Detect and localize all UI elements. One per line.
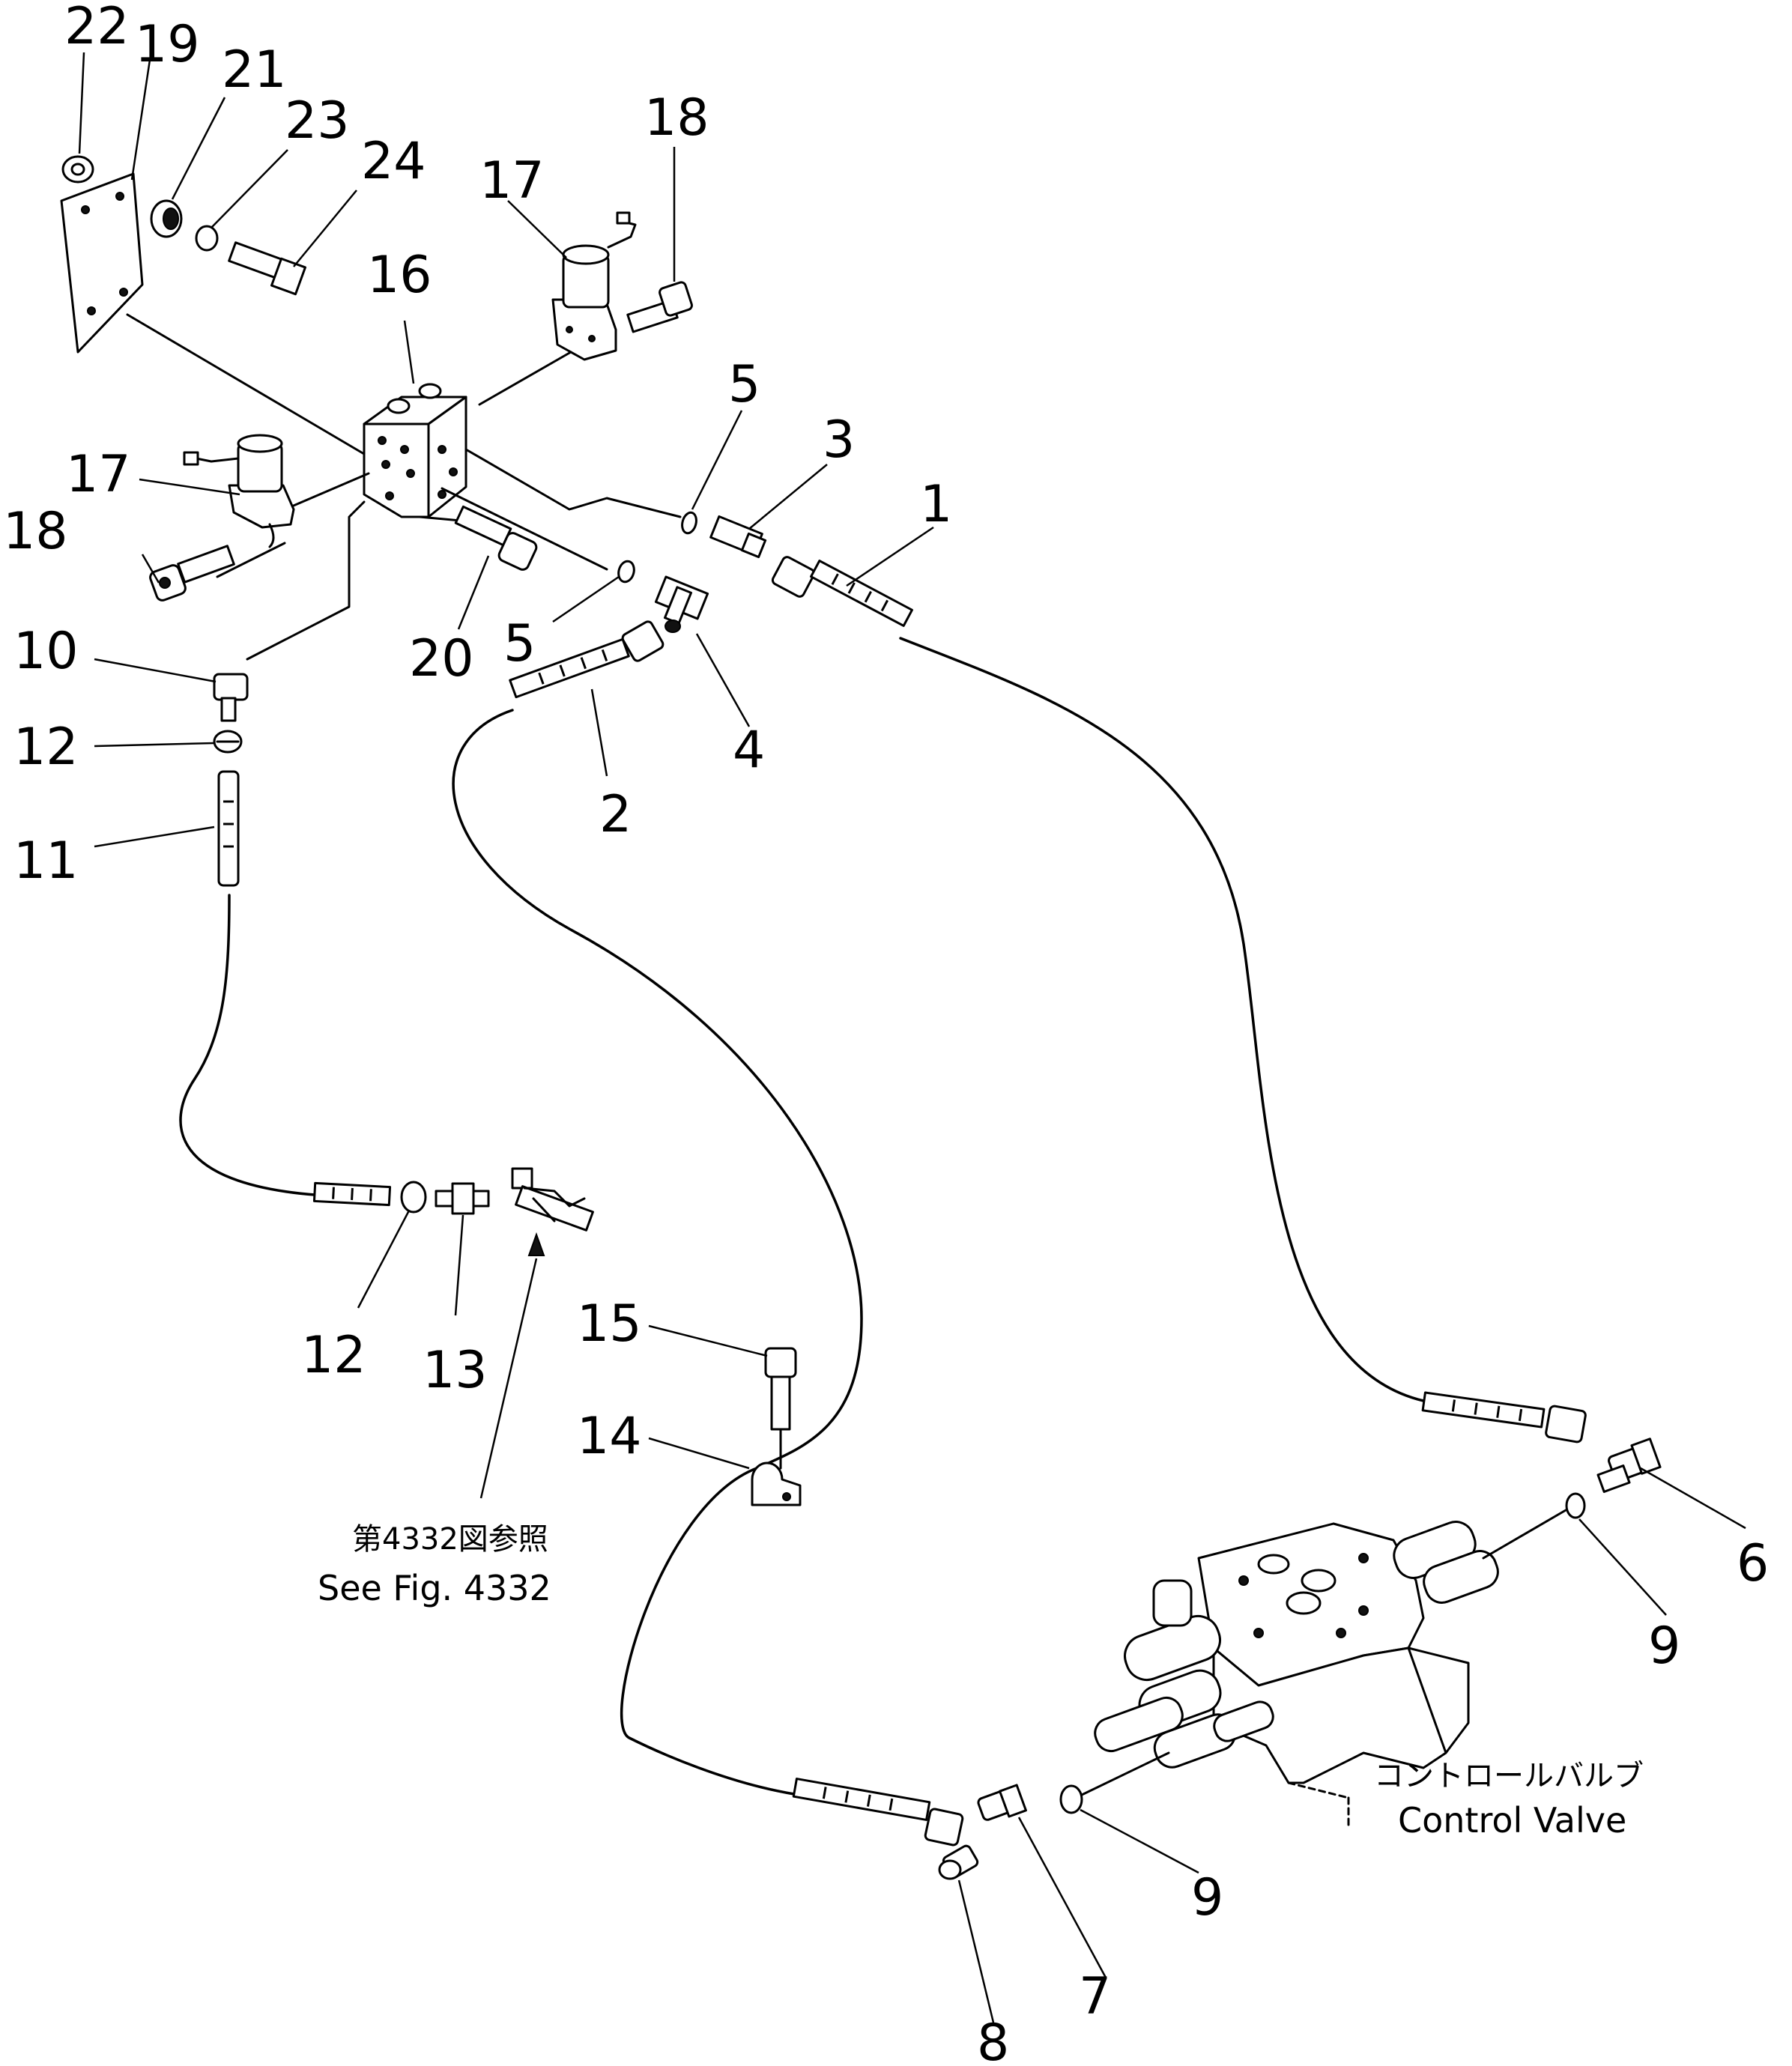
label-15: 15 — [577, 1294, 642, 1354]
label-24: 24 — [361, 132, 426, 191]
label-22: 22 — [64, 0, 130, 56]
label-23: 23 — [285, 91, 350, 151]
label-16: 16 — [367, 246, 432, 305]
label-2: 2 — [599, 785, 632, 844]
elbow-7 — [977, 1784, 1027, 1821]
elbow-4 — [654, 575, 709, 633]
label-4: 4 — [733, 721, 765, 780]
label-20: 20 — [409, 629, 474, 688]
label-9-lower: 9 — [1191, 1868, 1223, 1927]
notes: 第4332図参照 See Fig. 4332 コントロールバルブ Control… — [318, 1522, 1644, 1841]
label-12-upper: 12 — [13, 718, 79, 777]
external-part-fig-4332 — [511, 1167, 594, 1232]
label-13: 13 — [423, 1341, 488, 1400]
label-18-top: 18 — [644, 88, 709, 148]
label-12-lower: 12 — [301, 1326, 366, 1385]
label-5-lower: 5 — [503, 614, 536, 673]
bushing-21 — [150, 199, 183, 238]
control-valve-en: Control Valve — [1398, 1800, 1626, 1841]
control-valve-jp: コントロールバルブ — [1374, 1759, 1644, 1793]
bolt-20 — [454, 505, 538, 571]
o-ring-5-upper — [681, 511, 697, 535]
elbow-10 — [213, 673, 249, 722]
solenoid-valve-17-left — [183, 434, 295, 548]
control-valve — [1094, 1521, 1499, 1829]
part-labels: 22 19 21 23 24 17 18 16 5 3 1 17 18 20 5… — [3, 0, 1769, 2066]
elbow-6 — [1596, 1438, 1662, 1493]
label-3: 3 — [823, 411, 855, 470]
bolt-18-top — [626, 281, 693, 333]
label-17-left: 17 — [66, 445, 131, 504]
leader-lines — [78, 52, 1746, 2023]
hose-11 — [179, 770, 392, 1207]
o-ring-9-lower — [1059, 1784, 1083, 1814]
label-19: 19 — [135, 15, 200, 74]
label-7: 7 — [1079, 1967, 1111, 2026]
o-ring-5-lower — [617, 560, 635, 584]
solenoid-valve-17-top — [551, 211, 637, 361]
clip-14 — [751, 1461, 802, 1506]
label-9-upper: 9 — [1648, 1617, 1680, 1676]
label-10: 10 — [13, 622, 79, 681]
fitting-13 — [435, 1182, 490, 1215]
label-5-upper: 5 — [728, 355, 760, 414]
valve-block-16 — [363, 383, 467, 518]
label-18-left: 18 — [3, 502, 68, 561]
hose-2 — [452, 620, 964, 1847]
bolt-15 — [764, 1347, 797, 1470]
label-17-top: 17 — [479, 151, 545, 210]
fitting-3 — [709, 515, 767, 559]
o-ring-9-upper — [1565, 1492, 1586, 1519]
mounting-plate — [60, 172, 144, 354]
bolt-24 — [228, 241, 306, 296]
label-6: 6 — [1737, 1534, 1769, 1593]
label-14: 14 — [577, 1407, 642, 1466]
label-1: 1 — [920, 475, 952, 534]
label-21: 21 — [222, 40, 287, 100]
bolt-18-left — [149, 545, 235, 602]
clamp-12-lower — [400, 1181, 427, 1214]
washer-23 — [195, 225, 219, 252]
washer-22 — [61, 155, 94, 184]
assembly-lines — [126, 313, 682, 661]
clamp-12-upper — [213, 730, 243, 754]
label-8: 8 — [977, 2014, 1009, 2066]
fig-ref-jp: 第4332図参照 — [352, 1522, 548, 1557]
fig-ref-en: See Fig. 4332 — [318, 1568, 551, 1608]
plug-8 — [938, 1844, 979, 1880]
label-11: 11 — [13, 831, 79, 891]
hose-1 — [771, 556, 1587, 1444]
